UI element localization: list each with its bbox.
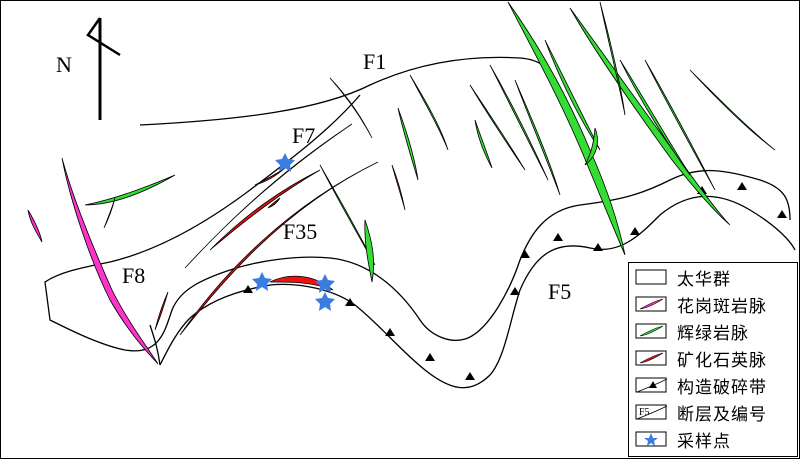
quartz-vein (209, 169, 321, 251)
legend-label: 采样点 (677, 431, 731, 452)
sample-star (315, 292, 335, 311)
diabase-dike (507, 1, 626, 256)
legend-item-taihua: 太华群 (635, 267, 731, 290)
fault-label-f8: F8 (122, 263, 145, 288)
boundary-link (149, 324, 161, 366)
fault-label-f1: F1 (363, 49, 386, 74)
breccia-triangles (243, 182, 787, 380)
diabase-dike (644, 59, 716, 191)
boundary-lines (44, 56, 796, 389)
diabase-dike (544, 39, 601, 151)
quartz-vein (179, 161, 379, 336)
granite-porphyry-dikes (27, 77, 406, 365)
fault-swatch-icon: F5 (635, 404, 668, 420)
north-label: N (56, 52, 72, 77)
legend-item-breccia: 构造破碎带 (635, 375, 767, 398)
fault-swatch-text: F5 (639, 407, 650, 418)
fault-label-f5: F5 (548, 279, 571, 304)
sample-star (275, 153, 295, 172)
diabase-dike (397, 107, 419, 181)
legend-item-sample: 采样点 (635, 429, 731, 452)
diabase-dike (319, 164, 376, 266)
diabase-dike (489, 64, 549, 181)
sample-swatch-icon (635, 431, 667, 447)
sample-star (315, 274, 335, 293)
diabase-dike (469, 84, 526, 171)
granite-dike (27, 209, 43, 243)
granite-dike (329, 77, 373, 139)
legend-label: 辉绿岩脉 (677, 323, 749, 344)
diabase-dike (474, 119, 493, 169)
diabase-dike (689, 69, 776, 151)
diabase-dike (599, 1, 626, 116)
breccia-belt-lower (159, 195, 796, 389)
fault-label-f35: F35 (283, 219, 317, 244)
legend-item-quartz: 矿化石英脉 (635, 348, 767, 371)
granite-dike (61, 157, 159, 365)
quartz-vein (154, 291, 169, 331)
diabase-dike (514, 79, 561, 196)
quartz-swatch-icon (635, 350, 667, 366)
legend-label: 断层及编号 (677, 404, 767, 425)
legend-item-fault: F5 断层及编号 (635, 402, 767, 425)
legend-label: 矿化石英脉 (677, 350, 767, 371)
diabase-dikes (84, 1, 776, 283)
sample-star (252, 272, 272, 291)
fault-label-f7: F7 (292, 123, 315, 148)
legend-label: 太华群 (677, 269, 731, 290)
quartz-vein (267, 197, 281, 209)
diabase-dike (409, 74, 449, 151)
map-legend: 太华群 花岗斑岩脉 辉绿岩脉 矿化石英脉 构造破碎带 (628, 262, 798, 457)
fault-f1-line (139, 56, 561, 126)
granite-swatch-icon (635, 296, 667, 312)
diabase-dike (584, 127, 598, 166)
diabase-dike (569, 7, 731, 226)
sample-points (252, 153, 335, 311)
legend-item-granite: 花岗斑岩脉 (635, 294, 767, 317)
diabase-dike (103, 197, 116, 229)
breccia-swatch-icon (635, 377, 668, 393)
diabase-dike (84, 174, 176, 206)
diabase-dike (364, 219, 374, 283)
quartz-veins (154, 123, 379, 336)
legend-item-diabase: 辉绿岩脉 (635, 321, 749, 344)
legend-label: 构造破碎带 (677, 377, 767, 398)
diabase-swatch-icon (635, 323, 667, 339)
quartz-vein (184, 123, 353, 269)
legend-label: 花岗斑岩脉 (677, 296, 767, 317)
north-arrow (86, 17, 121, 120)
diabase-dike (619, 59, 691, 176)
quartz-vein (269, 275, 334, 291)
taihua-swatch-icon (635, 269, 667, 285)
taihua-boundary-upper (44, 94, 791, 352)
granite-dike (391, 164, 406, 211)
